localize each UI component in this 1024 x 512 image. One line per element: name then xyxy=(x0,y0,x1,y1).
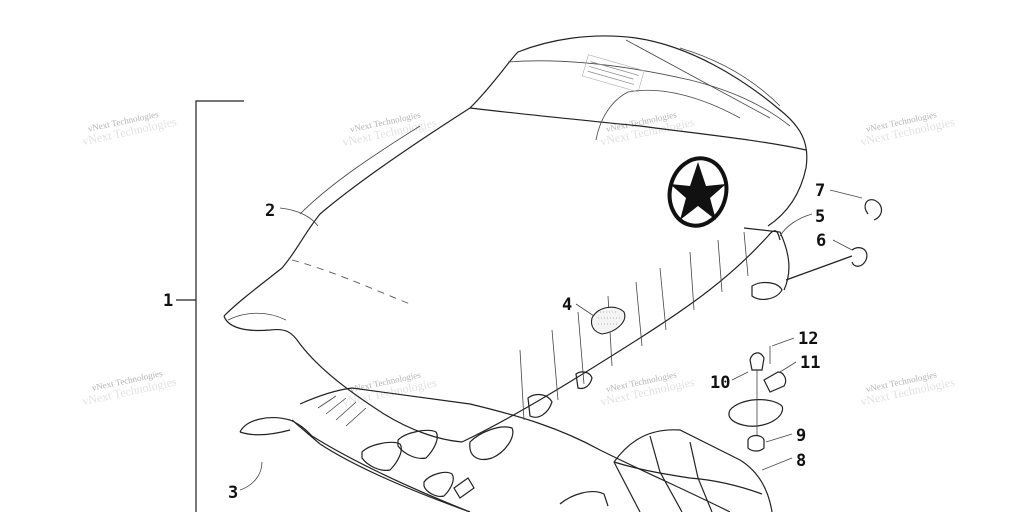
watermark-layer: vNext Technologies vNext Technologies vN… xyxy=(81,109,956,409)
seat-base xyxy=(239,371,731,512)
assembly-bracket xyxy=(195,100,244,512)
callout-6: 6 xyxy=(816,231,826,251)
callout-4: 4 xyxy=(562,295,572,315)
star-emblem xyxy=(667,156,729,228)
callout-8: 8 xyxy=(796,451,806,471)
seat-cover xyxy=(223,35,808,461)
hook-pin xyxy=(851,247,868,267)
washer xyxy=(728,399,784,427)
callout-2: 2 xyxy=(265,201,275,221)
hardware-parts xyxy=(728,199,883,452)
latch-clip xyxy=(763,371,787,393)
callout-1: 1 xyxy=(163,291,173,311)
callout-5: 5 xyxy=(815,207,825,227)
seat-foam xyxy=(613,429,773,512)
leader-lines xyxy=(239,189,863,491)
ring-clip xyxy=(864,199,883,221)
callout-10: 10 xyxy=(710,373,730,393)
latch-knob xyxy=(749,352,765,371)
nut xyxy=(747,434,765,452)
callout-7: 7 xyxy=(815,181,825,201)
callout-9: 9 xyxy=(796,426,806,446)
callouts: 1 2 3 4 5 6 7 8 9 10 11 12 xyxy=(163,181,826,503)
decal-patch xyxy=(590,306,626,335)
callout-11: 11 xyxy=(800,353,820,373)
callout-12: 12 xyxy=(798,329,818,349)
callout-3: 3 xyxy=(228,483,238,503)
